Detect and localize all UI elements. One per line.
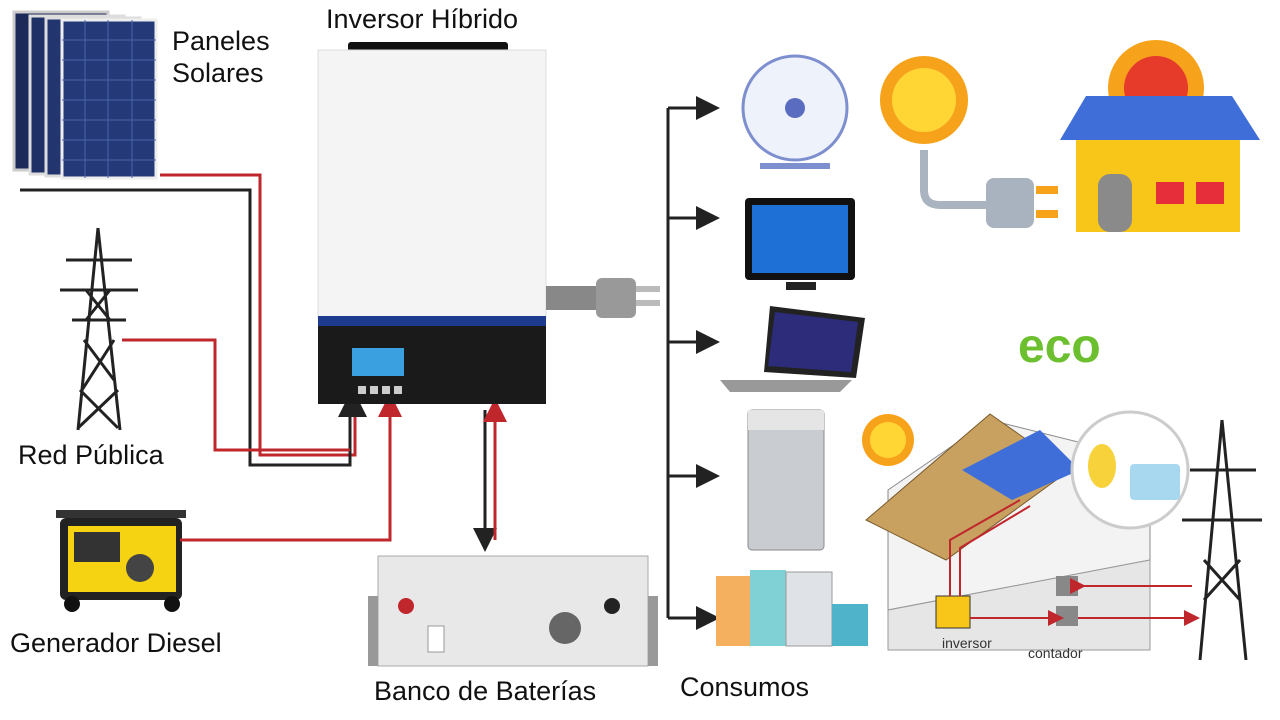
loads-label: Consumos	[680, 672, 810, 702]
house-meter-label: contador	[1028, 645, 1083, 661]
house-diagram-icon	[865, 410, 1200, 651]
panels-label-line1: Paneles	[172, 26, 270, 56]
fan-icon	[741, 54, 849, 169]
solar-house-icon	[1060, 40, 1260, 232]
hybrid-inverter-icon	[317, 42, 547, 404]
house-inverter-label: inversor	[942, 635, 992, 651]
tv-icon	[745, 198, 855, 290]
power-tower-icon	[60, 227, 138, 431]
battery-bank-icon	[368, 555, 658, 667]
washing-machine-icon	[747, 409, 825, 551]
solar-panels-icon	[12, 10, 158, 180]
eco-logo: eco	[1018, 320, 1101, 373]
power-tower-right-icon	[1182, 419, 1262, 661]
panels-label-line2: Solares	[172, 58, 264, 88]
inverter-label: Inversor Híbrido	[326, 4, 519, 34]
power-plug-icon	[546, 278, 660, 318]
wires	[20, 173, 507, 552]
grid-label: Red Pública	[18, 440, 164, 470]
loads-bus	[666, 96, 720, 630]
refrigerators-icon	[716, 570, 868, 647]
plug-cable-icon	[920, 150, 1058, 228]
small-sun-icon	[862, 414, 914, 466]
generator-label: Generador Diesel	[10, 628, 222, 658]
battery-label: Banco de Baterías	[374, 676, 597, 706]
sun-icon	[880, 56, 968, 144]
laptop-icon	[720, 306, 865, 392]
diesel-generator-icon	[56, 510, 186, 612]
